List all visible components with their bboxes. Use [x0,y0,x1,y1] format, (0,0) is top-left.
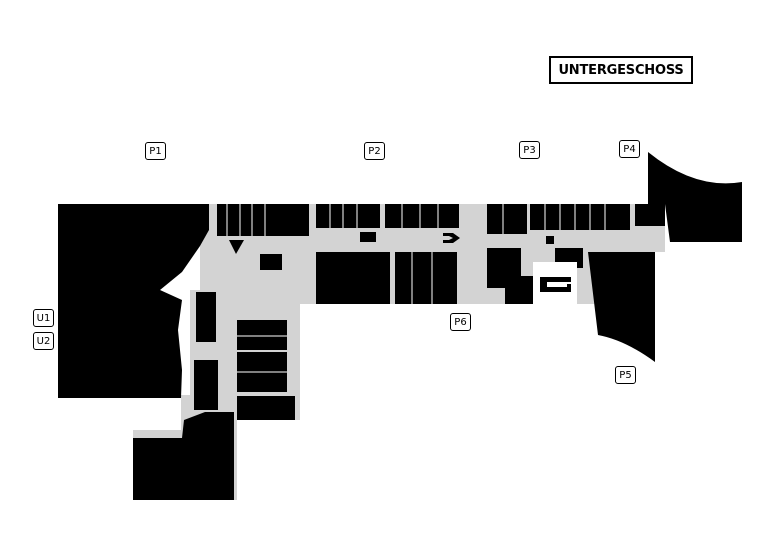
parking-label-p1: P1 [145,142,166,160]
parking-label-p6: P6 [450,313,471,331]
shop-northeast [648,152,742,242]
shop-row-north-f [635,204,665,226]
store-g [533,262,577,304]
shop-small-b [194,360,218,410]
shop-row-north-e [530,204,630,230]
shop-row-north-d [487,204,527,234]
shop-dividers [226,204,606,373]
large-shop-west [58,204,209,398]
shop-blocks [58,152,742,500]
parking-label-u2: U2 [33,332,54,350]
parking-label-u1: U1 [33,309,54,327]
shop-kiosk-b [260,254,282,270]
floor-label: UNTERGESCHOSS [549,56,693,84]
parking-label-p4: P4 [619,140,640,158]
g-logo-icon [540,277,571,292]
shop-center-b [395,252,457,304]
arrow-right-icon [443,233,460,243]
shop-south [133,412,234,500]
shop-mid-west-a [237,320,287,350]
shop-center-d [505,276,535,304]
shop-small-a [196,292,216,342]
shop-mid-west-c [237,396,295,420]
shop-kiosk-a [287,222,309,234]
shop-row-north-b [316,204,380,228]
shop-kiosk-c [360,232,376,242]
shop-kiosk-d [546,236,554,244]
shop-triangle [229,240,244,254]
shop-center-a [316,252,390,304]
parking-label-p3: P3 [519,141,540,159]
parking-label-p5: P5 [615,366,636,384]
shop-row-north-c [385,204,459,228]
parking-label-p2: P2 [364,142,385,160]
shop-east [588,252,655,362]
